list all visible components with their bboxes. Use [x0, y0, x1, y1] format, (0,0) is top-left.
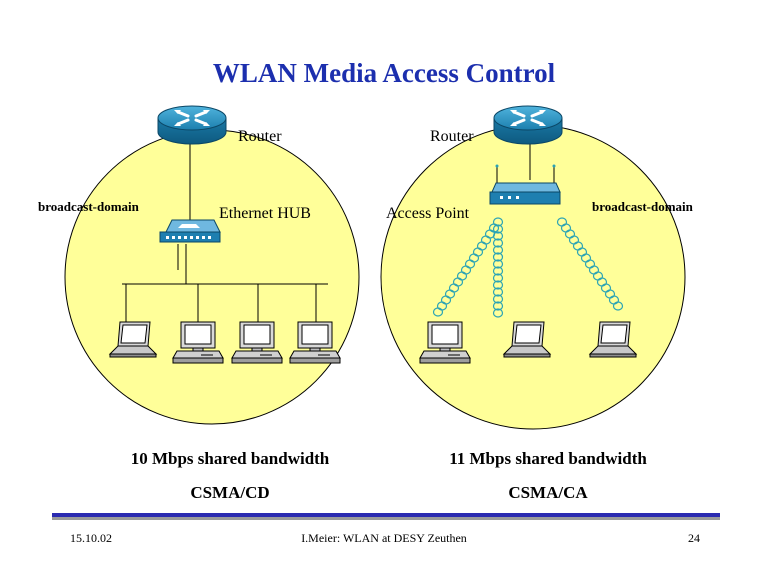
ethernet-hub-icon: [159, 219, 221, 243]
desktop-icon: [419, 321, 471, 364]
right-bandwidth-label: 11 Mbps shared bandwidth: [449, 449, 647, 468]
footer-bar: [52, 513, 720, 517]
left-bandwidth-label: 10 Mbps shared bandwidth: [130, 449, 330, 468]
router-right-icon: [492, 104, 564, 146]
left-protocol-label: CSMA/CD: [190, 483, 270, 502]
router-right-label: Router: [430, 128, 474, 145]
broadcast-domain-right: [380, 124, 686, 430]
footer-date: 15.10.02: [70, 531, 112, 545]
footer-author: I.Meier: WLAN at DESY Zeuthen: [301, 531, 467, 545]
router-left-icon: [156, 104, 228, 146]
broadcast-domain-right-label: broadcast-domain: [592, 199, 693, 214]
access-point-icon: [489, 164, 561, 205]
footer-page-number: 24: [688, 531, 700, 545]
page-title: WLAN Media Access Control: [212, 58, 556, 88]
broadcast-domain-left-label: broadcast-domain: [38, 199, 139, 214]
broadcast-domain-left: [64, 129, 360, 425]
footer-bar-shadow: [52, 517, 720, 520]
right-protocol-label: CSMA/CA: [508, 483, 588, 502]
ethernet-wiring: [122, 138, 328, 322]
router-left-label: Router: [238, 128, 282, 145]
desktop-icon: [172, 321, 224, 364]
access-point-label: Access Point: [386, 205, 470, 222]
desktop-icon: [289, 321, 341, 364]
ethernet-hub-label: Ethernet HUB: [219, 205, 311, 222]
desktop-icon: [231, 321, 283, 364]
